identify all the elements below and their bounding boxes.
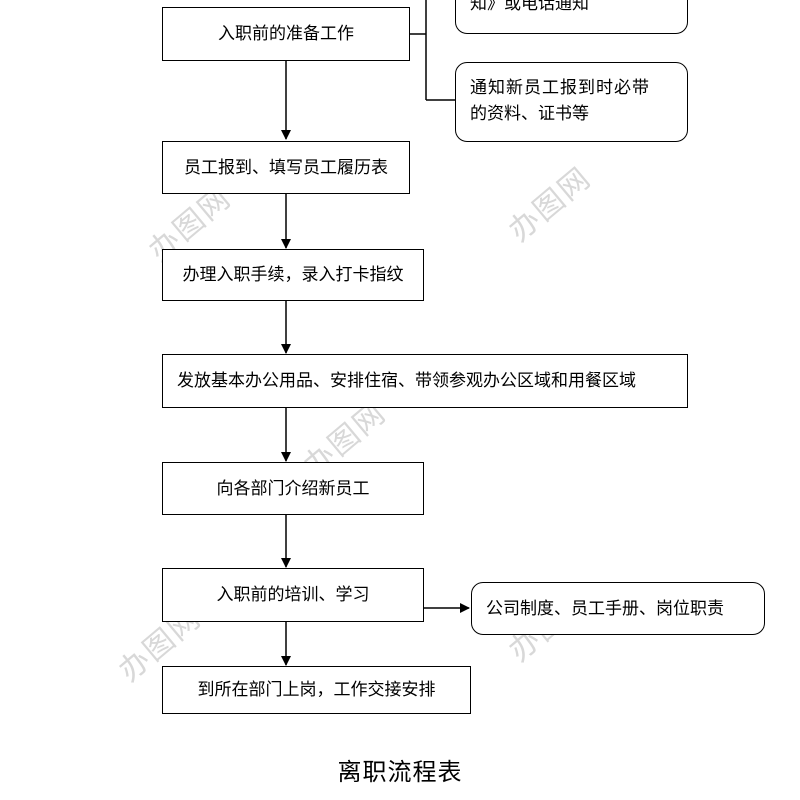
step-prep: 入职前的准备工作 [162,7,410,61]
step-procedures: 办理入职手续，录入打卡指纹 [162,249,424,301]
notice-note: 知》或电话通知 [455,0,688,34]
materials-note-line2: 的资料、证书等 [470,104,589,124]
step-handover-label: 到所在部门上岗，工作交接安排 [197,680,436,700]
training-content-text: 公司制度、员工手册、岗位职责 [486,598,724,619]
materials-note: 通知新员工报到时必带 的资料、证书等 [455,62,688,142]
notice-note-text: 知》或电话通知 [470,0,589,14]
step-introduce: 向各部门介绍新员工 [162,462,424,515]
step-supplies: 发放基本办公用品、安排住宿、带领参观办公区域和用餐区域 [162,354,688,408]
training-content-note: 公司制度、员工手册、岗位职责 [471,582,765,635]
step-report: 员工报到、填写员工履历表 [162,141,410,194]
materials-note-line1: 通知新员工报到时必带 [470,78,650,98]
step-report-label: 员工报到、填写员工履历表 [184,157,388,178]
step-procedures-label: 办理入职手续，录入打卡指纹 [182,265,404,285]
step-supplies-label: 发放基本办公用品、安排住宿、带领参观办公区域和用餐区域 [177,371,636,391]
step-introduce-label: 向各部门介绍新员工 [216,478,370,499]
step-training: 入职前的培训、学习 [162,568,424,622]
step-handover: 到所在部门上岗，工作交接安排 [162,666,471,714]
step-training-label: 入职前的培训、学习 [216,585,370,605]
step-prep-label: 入职前的准备工作 [218,24,354,44]
next-section-title: 离职流程表 [337,758,463,786]
